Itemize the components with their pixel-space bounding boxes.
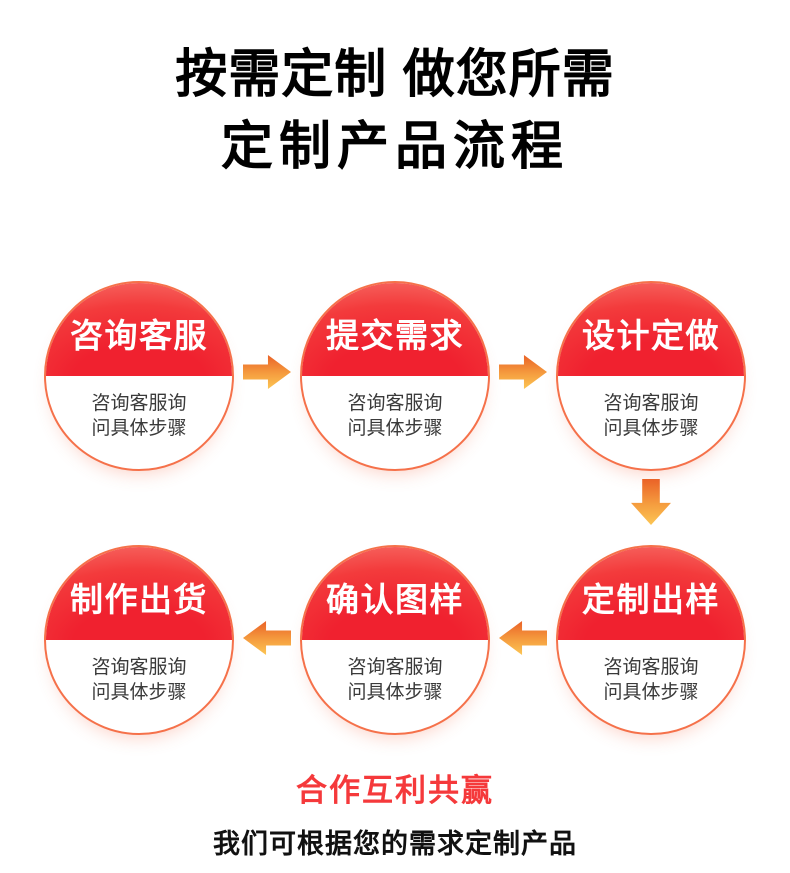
- step-circle-design-custom: 设计定做 咨询客服询 问具体步骤: [556, 280, 746, 471]
- step-circle-header: 咨询客服: [46, 282, 232, 376]
- step-title: 提交需求: [326, 316, 464, 354]
- flow-arrow-left-icon: [499, 620, 547, 655]
- step-desc-line2: 问具体步骤: [603, 417, 699, 439]
- step-circle-header: 定制出样: [558, 546, 744, 640]
- flow-arrow-down-icon: [631, 478, 671, 525]
- step-circle-confirm-drawing: 确认图样 咨询客服询 问具体步骤: [300, 544, 490, 735]
- step-desc-line1: 咨询客服询: [603, 656, 699, 678]
- step-title: 制作出货: [70, 580, 208, 618]
- flow-arrow-left-icon: [243, 620, 291, 655]
- flow-arrow-right-icon: [243, 354, 291, 389]
- step-desc-line2: 问具体步骤: [347, 681, 443, 703]
- step-circle-custom-sample: 定制出样 咨询客服询 问具体步骤: [556, 544, 746, 735]
- flow-row-bottom: 制作出货 咨询客服询 问具体步骤 确认图样 咨询客服询 问具体步骤 定制出样 咨: [44, 544, 746, 735]
- step-circle-header: 制作出货: [46, 546, 232, 640]
- step-desc-line2: 问具体步骤: [91, 417, 187, 439]
- step-desc-line1: 咨询客服询: [347, 656, 443, 678]
- step-circle-consult-service: 咨询客服 咨询客服询 问具体步骤: [44, 280, 234, 471]
- footer-slogan: 合作互利共赢: [296, 772, 494, 808]
- page-title: 按需定制 做您所需 定制产品流程: [0, 0, 790, 185]
- step-circle-production-shipping: 制作出货 咨询客服询 问具体步骤: [44, 544, 234, 735]
- step-desc-line2: 问具体步骤: [603, 681, 699, 703]
- step-title: 咨询客服: [70, 316, 208, 354]
- step-desc-line2: 问具体步骤: [347, 417, 443, 439]
- step-circle-header: 设计定做: [558, 282, 744, 376]
- step-circle-header: 提交需求: [302, 282, 488, 376]
- step-desc-line1: 咨询客服询: [603, 392, 699, 414]
- step-description: 咨询客服询 问具体步骤: [46, 655, 232, 705]
- title-line-2: 定制产品流程: [220, 117, 569, 176]
- step-circle-submit-requirements: 提交需求 咨询客服询 问具体步骤: [300, 280, 490, 471]
- step-description: 咨询客服询 问具体步骤: [558, 655, 744, 705]
- flow-connector: [0, 471, 790, 545]
- step-circle-header: 确认图样: [302, 546, 488, 640]
- footer-subtitle: 我们可根据您的需求定制产品: [213, 828, 577, 859]
- step-description: 咨询客服询 问具体步骤: [302, 391, 488, 441]
- flow-arrow-right-icon: [499, 354, 547, 389]
- step-desc-line1: 咨询客服询: [91, 392, 187, 414]
- step-description: 咨询客服询 问具体步骤: [302, 655, 488, 705]
- step-title: 设计定做: [582, 316, 720, 354]
- step-title: 定制出样: [582, 580, 720, 618]
- step-description: 咨询客服询 问具体步骤: [558, 391, 744, 441]
- step-desc-line1: 咨询客服询: [347, 392, 443, 414]
- title-line-1: 按需定制 做您所需: [175, 46, 615, 104]
- step-desc-line2: 问具体步骤: [91, 681, 187, 703]
- flow-row-top: 咨询客服 咨询客服询 问具体步骤 提交需求 咨询客服询 问具体步骤 设计定做 咨: [44, 280, 746, 471]
- footer: 合作互利共赢 我们可根据您的需求定制产品: [0, 765, 790, 861]
- step-desc-line1: 咨询客服询: [91, 656, 187, 678]
- step-description: 咨询客服询 问具体步骤: [46, 391, 232, 441]
- step-title: 确认图样: [326, 580, 464, 618]
